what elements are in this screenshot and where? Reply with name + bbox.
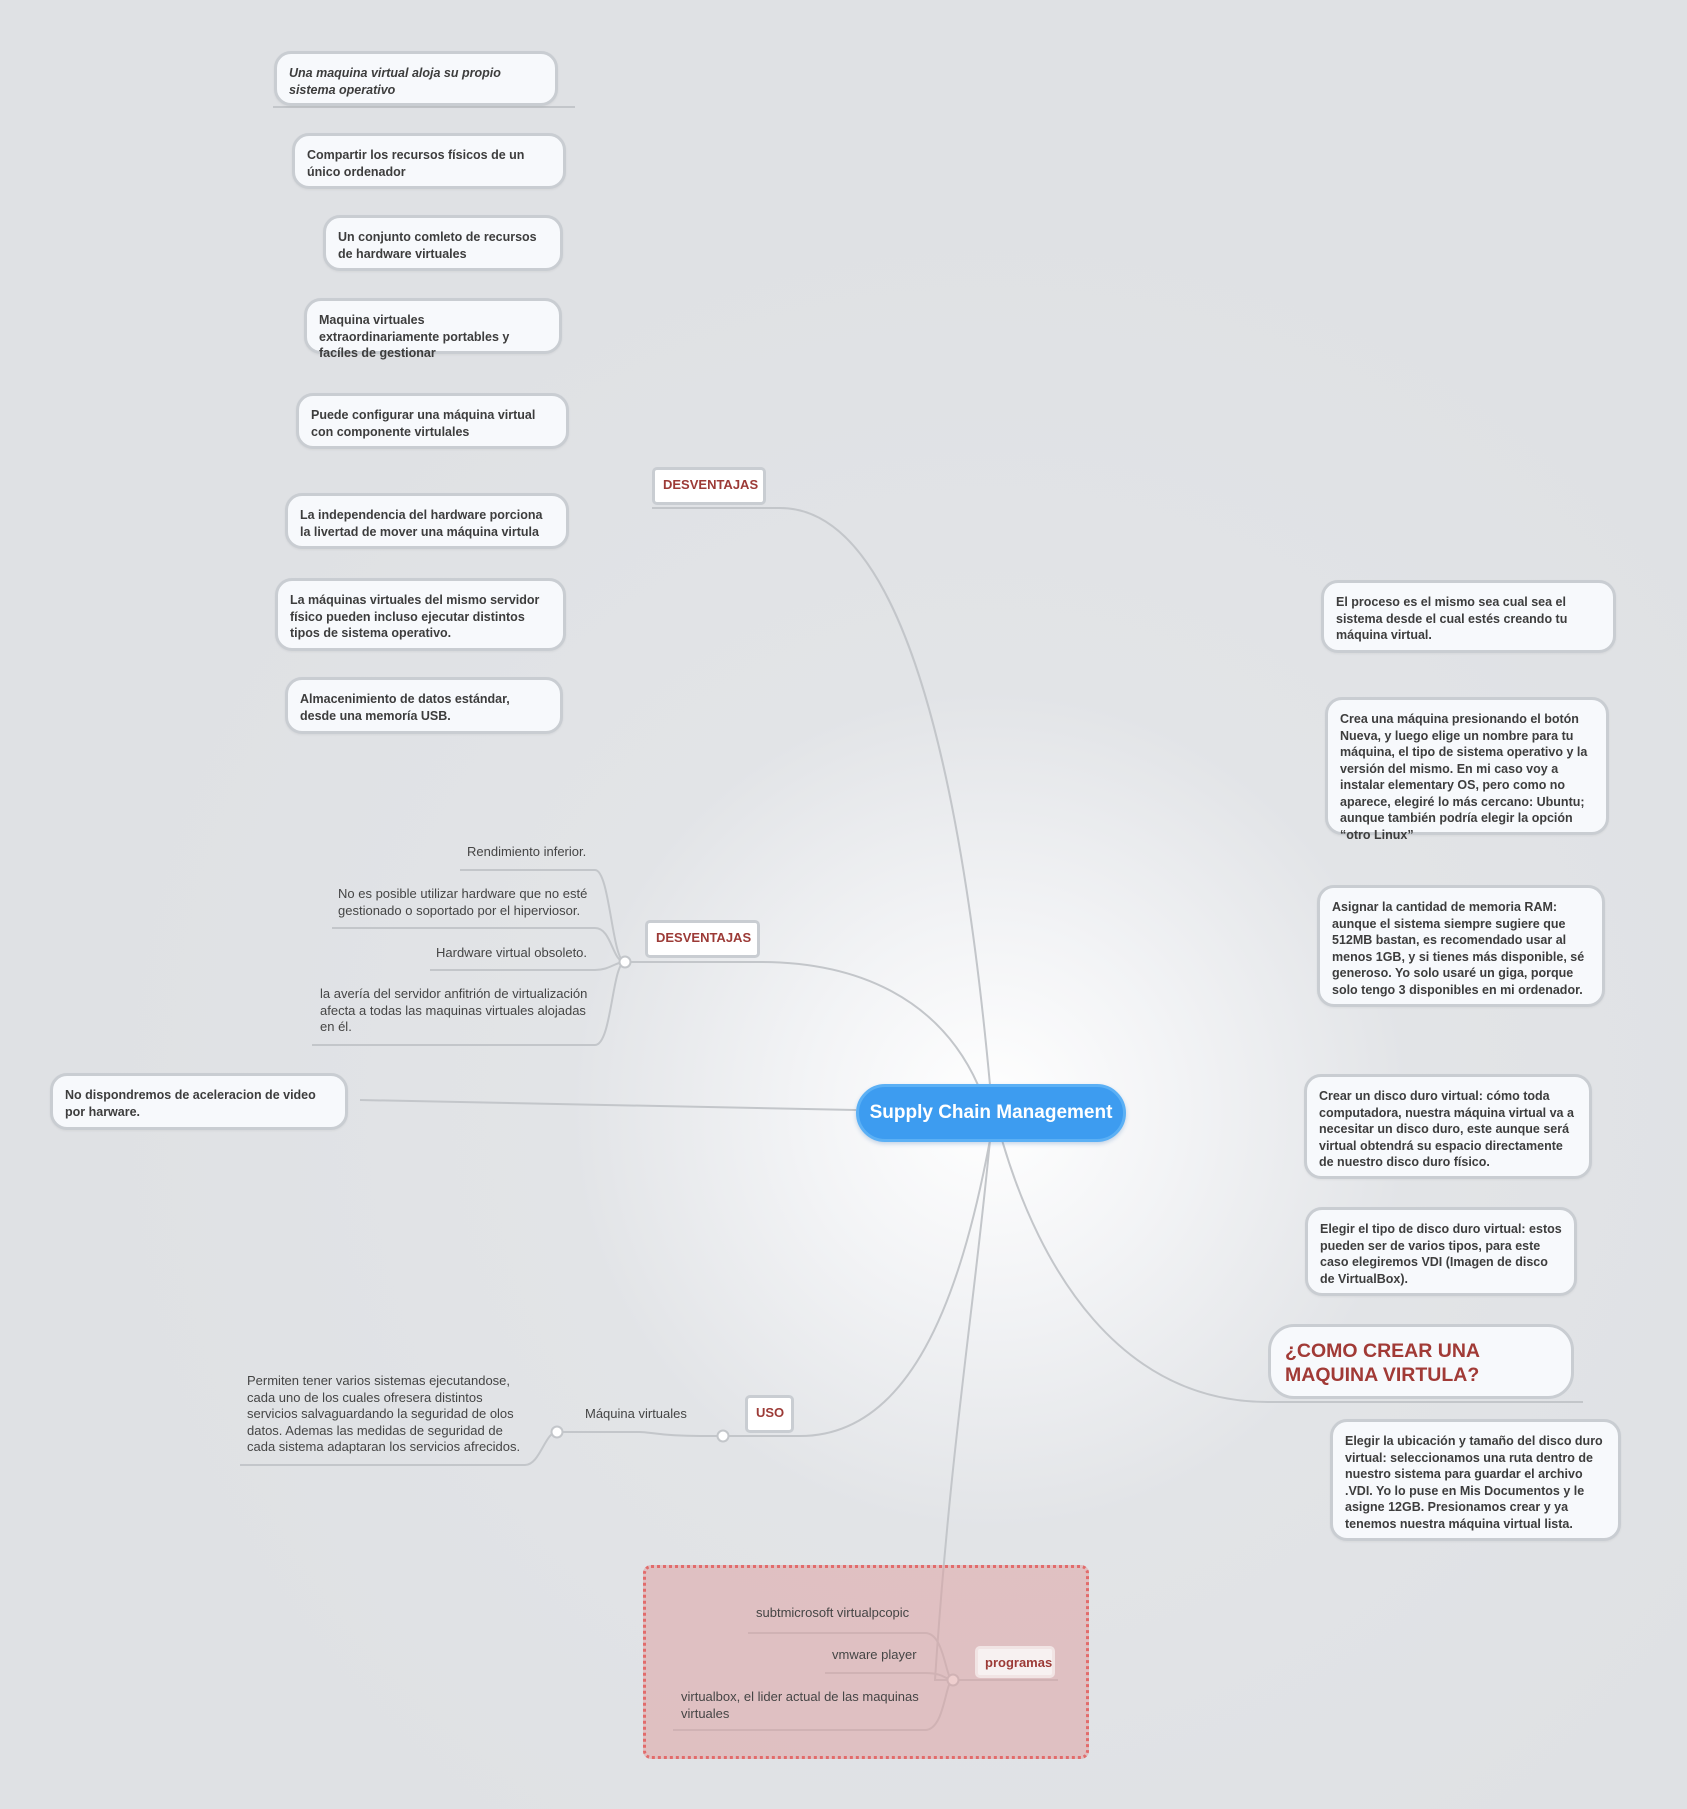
link-central-right-title (1001, 1139, 1583, 1403)
step-ubicacion-disco[interactable]: Elegir la ubicación y tamaño del disco d… (1330, 1419, 1621, 1541)
branch-label-programas[interactable]: programas (975, 1646, 1055, 1678)
subtopic-virtualbox[interactable]: virtualbox, el lider actual de las maqui… (681, 1689, 919, 1721)
link-central-left-single (359, 1099, 857, 1111)
subtopic-virtualpc[interactable]: subtmicrosoft virtualpcopic (756, 1605, 910, 1620)
subtopic-rendimiento[interactable]: Rendimiento inferior. (467, 844, 587, 859)
step-crear-disco[interactable]: Crear un disco duro virtual: cómo toda c… (1304, 1074, 1592, 1179)
subtopic-hardware-no-gestionado[interactable]: No es posible utilizar hardware que no e… (338, 886, 588, 918)
subtopic-averia-servidor[interactable]: la avería del servidor anfitrión de virt… (320, 986, 588, 1034)
collapse-node-uso (716, 1429, 730, 1443)
collapse-node-mid (618, 955, 632, 969)
topic-pro-6[interactable]: La independencia del hardware porciona l… (285, 493, 569, 549)
step-tipo-disco[interactable]: Elegir el tipo de disco duro virtual: es… (1305, 1207, 1577, 1296)
right-branch-title[interactable]: ¿COMO CREAR UNA MAQUINA VIRTULA? (1268, 1324, 1574, 1399)
subtopic-hardware-obsoleto[interactable]: Hardware virtual obsoleto. (436, 945, 588, 960)
subtopic-uso-detail[interactable]: Permiten tener varios sistemas ejecutand… (247, 1373, 521, 1454)
link-central-desventajas-top (652, 507, 991, 1086)
topic-pro-5[interactable]: Puede configurar una máquina virtual con… (296, 393, 569, 449)
topic-aceleracion-video[interactable]: No dispondremos de aceleracion de video … (50, 1073, 348, 1130)
link-mid-obsoleto (430, 961, 626, 971)
branch-label-uso[interactable]: USO (745, 1395, 794, 1433)
link-central-uso (723, 1139, 991, 1437)
link-uso-maquina (557, 1431, 723, 1437)
topic-pro-2[interactable]: Compartir los recursos físicos de un úni… (292, 133, 566, 189)
collapse-node-maquina (550, 1425, 564, 1439)
subtopic-maquina-virtuales[interactable]: Máquina virtuales (585, 1406, 687, 1421)
step-crear-maquina[interactable]: Crea una máquina presionando el botón Nu… (1325, 697, 1609, 842)
link-central-desventajas-mid (625, 961, 979, 1086)
step-asignar-ram[interactable]: Asignar la cantidad de memoria RAM: aunq… (1317, 885, 1605, 1007)
topic-pro-3[interactable]: Un conjunto comleto de recursos de hardw… (323, 215, 563, 271)
subtopic-vmware[interactable]: vmware player (832, 1647, 917, 1662)
topic-pro-8[interactable]: Almacenimiento de datos estándar, desde … (285, 677, 563, 734)
topic-pro-7[interactable]: La máquinas virtuales del mismo servidor… (275, 578, 566, 651)
topic-pro-4[interactable]: Maquina virtuales extraordinariamente po… (304, 298, 562, 360)
branch-label-desventajas-top[interactable]: DESVENTAJAS (652, 467, 766, 505)
central-topic[interactable]: Supply Chain Management (856, 1084, 1126, 1142)
step-proceso[interactable]: El proceso es el mismo sea cual sea el s… (1321, 580, 1616, 653)
branch-label-desventajas-mid[interactable]: DESVENTAJAS (645, 920, 760, 958)
topic-pro-1[interactable]: Una maquina virtual aloja su propio sist… (274, 51, 558, 106)
